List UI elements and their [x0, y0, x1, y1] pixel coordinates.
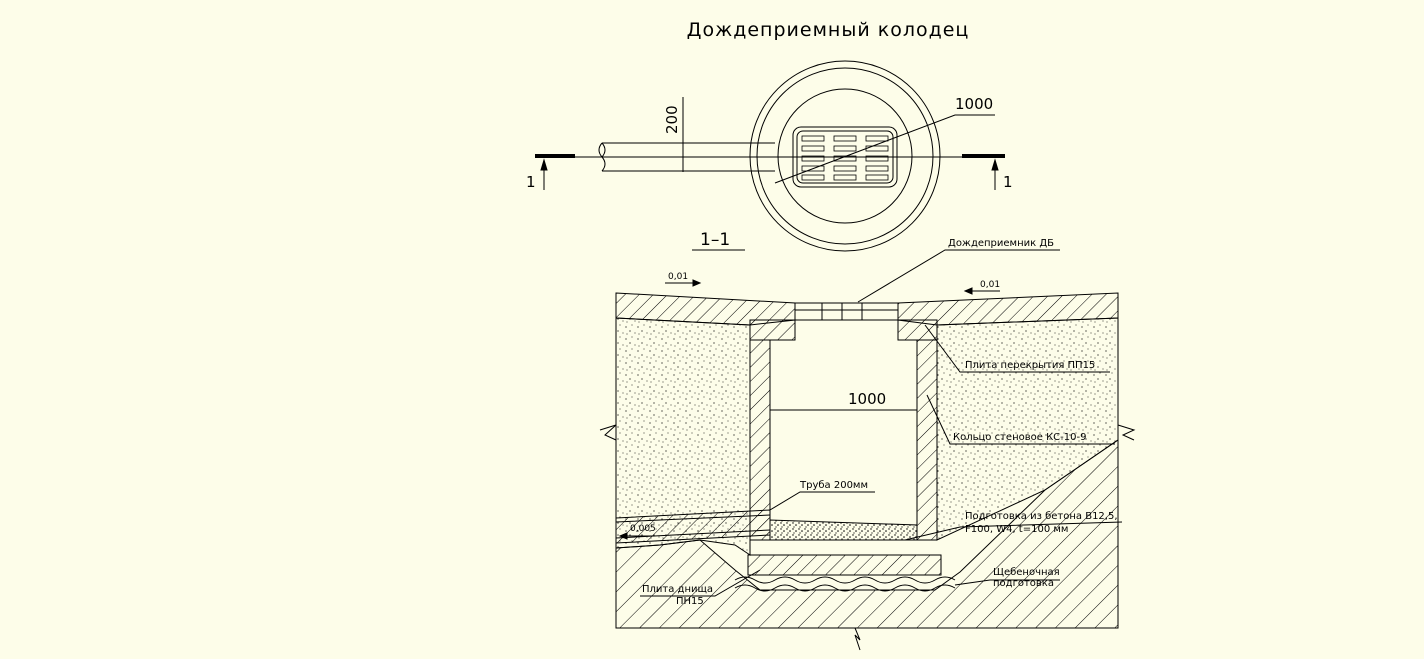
leader-gravel [954, 579, 1060, 586]
callout-concrete-prep-1: Подготовка из бетона В12,5, [965, 511, 1118, 522]
leader-inlet [857, 249, 1060, 303]
well-outer-circle [749, 60, 941, 252]
concrete-prep [769, 519, 918, 541]
inner-dimension-label: 1000 [848, 390, 886, 408]
grate-dimension-leader [774, 114, 995, 184]
section-mark-right-label: 1 [1003, 173, 1013, 191]
rain-inlet-bars [795, 303, 898, 320]
slope-pipe-label: 0,005 [630, 524, 656, 534]
callout-bottom-slab-2: ПН15 [676, 596, 704, 607]
section-label: 1–1 [700, 230, 730, 250]
break-mark-bottom [854, 627, 861, 651]
callout-concrete-prep-2: F100, W4, t=100 мм [965, 524, 1068, 535]
slope-left-label: 0,01 [668, 272, 688, 282]
excavation-outline [615, 293, 1119, 629]
cover-slab [749, 319, 938, 341]
leader-concrete [904, 521, 1123, 541]
callout-gravel-1: Щебеночная [993, 567, 1060, 578]
well-inner-circle [756, 67, 934, 245]
pipe-dimension-label: 200 [663, 105, 681, 134]
wall-right [916, 339, 938, 541]
break-mark-right [1117, 424, 1136, 441]
callout-wall-ring: Кольцо стеновое КС-10-9 [953, 432, 1086, 443]
leader-pipe [769, 491, 875, 511]
callout-gravel-2: подготовка [993, 578, 1054, 589]
break-mark-left [599, 424, 617, 441]
gravel-prep [734, 576, 956, 592]
callout-cover-slab: Плита перекрытия ПП15 [965, 360, 1095, 371]
outlet-pipe [615, 509, 771, 544]
section-mark-left-label: 1 [526, 173, 536, 191]
drawing-title: Дождеприемный колодец [687, 19, 970, 41]
section-view [599, 249, 1136, 651]
rain-inlet [794, 302, 899, 321]
grate-dimension-label: 1000 [955, 95, 993, 113]
well-shaft-circle [777, 88, 913, 224]
leader-wall [926, 394, 1115, 445]
leader-bottom [640, 569, 761, 597]
bottom-slab [747, 554, 942, 576]
callout-bottom-slab-1: Плита днища [642, 584, 713, 595]
callout-pipe: Труба 200мм [799, 480, 868, 491]
callout-inlet: Дождеприемник ДБ [948, 238, 1054, 249]
leader-cover [924, 324, 1110, 373]
grate-icon [792, 126, 898, 188]
slope-right-label: 0,01 [980, 280, 1000, 290]
plan-view [535, 60, 1005, 252]
wall-left [749, 339, 771, 541]
